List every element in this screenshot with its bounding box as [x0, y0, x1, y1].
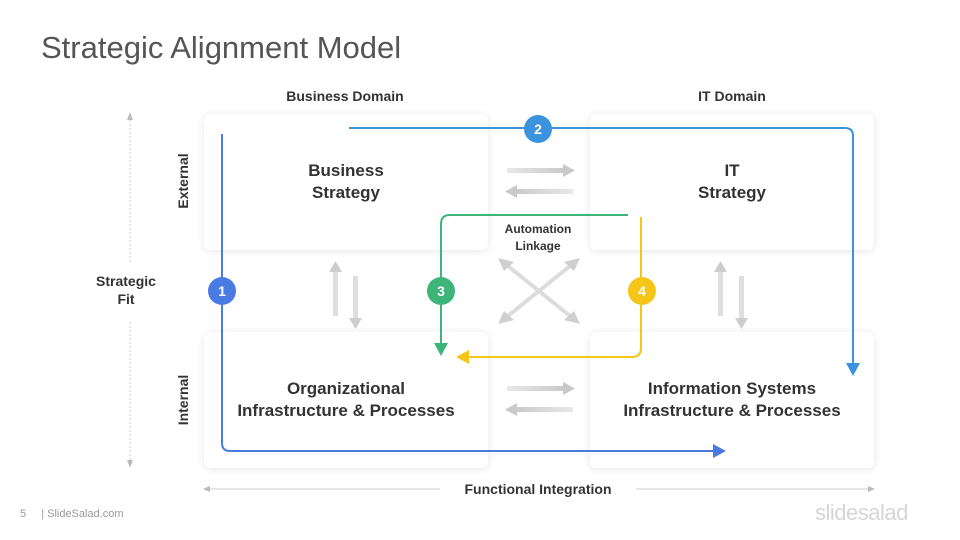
badge-3-number: 3 — [437, 283, 445, 299]
functional-integration-label: Functional Integration — [440, 481, 636, 497]
organizational-infrastructure-label: Organizational Infrastructure & Processe… — [237, 379, 455, 420]
path-3-arrowhead — [434, 343, 448, 356]
footer: 5 | SlideSalad.com — [20, 508, 124, 520]
path-2-line — [349, 127, 854, 364]
path-1-arrowhead — [713, 444, 726, 458]
badge-1: 1 — [208, 277, 236, 305]
path-4-line — [468, 217, 642, 358]
badge-4: 4 — [628, 277, 656, 305]
automation-linkage-cross — [498, 258, 580, 324]
it-strategy-box: IT Strategy — [590, 114, 874, 250]
slidesalad-logo: slidesalad — [815, 500, 908, 525]
page-number: 5 — [20, 508, 27, 520]
badge-2: 2 — [524, 115, 552, 143]
left-vertical-arrows — [329, 261, 362, 329]
organizational-infrastructure-box: Organizational Infrastructure & Processe… — [204, 332, 488, 468]
strategic-fit-label: Strategic Fit — [96, 273, 156, 307]
is-infrastructure-label: Information Systems Infrastructure & Pro… — [623, 379, 841, 420]
path-2-arrowhead — [846, 363, 860, 376]
badge-4-number: 4 — [638, 283, 646, 299]
footer-site: | SlideSalad.com — [41, 508, 124, 520]
external-row-label: External — [175, 153, 191, 209]
strategic-fit-axis — [127, 112, 133, 468]
badge-2-number: 2 — [534, 121, 542, 137]
internal-row-label: Internal — [175, 374, 191, 426]
automation-linkage-label: Automation Linkage — [504, 222, 572, 253]
business-domain-heading: Business Domain — [286, 88, 404, 104]
top-horizontal-arrows — [505, 164, 575, 198]
right-vertical-arrows — [714, 261, 748, 329]
bottom-horizontal-arrows — [505, 382, 575, 416]
badge-1-number: 1 — [218, 283, 226, 299]
it-strategy-label: IT Strategy — [697, 161, 767, 202]
path-3-line — [440, 214, 628, 344]
badge-3: 3 — [427, 277, 455, 305]
path-1-line — [221, 134, 714, 452]
it-domain-heading: IT Domain — [698, 88, 766, 104]
page-title: Strategic Alignment Model — [41, 30, 402, 65]
path-4-arrowhead — [456, 350, 469, 364]
business-strategy-label: Business Strategy — [308, 161, 384, 202]
functional-integration-axis — [203, 486, 875, 492]
